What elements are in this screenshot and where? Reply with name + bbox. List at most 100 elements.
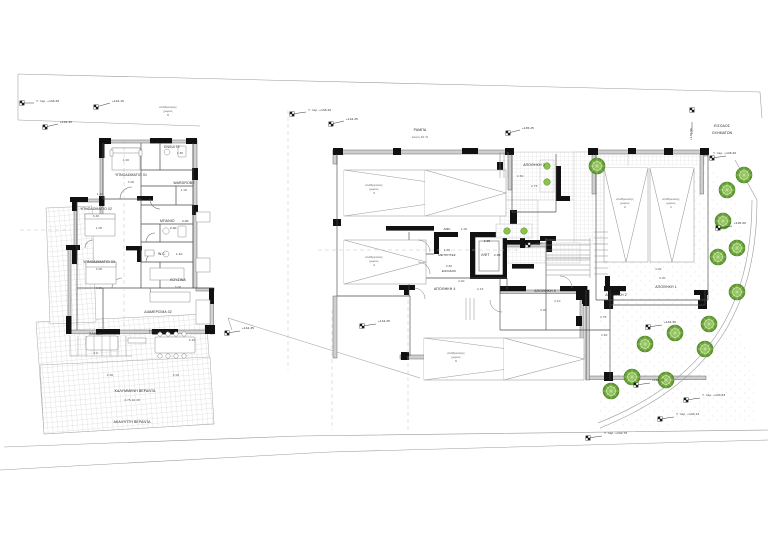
parking-label-3: σταθμευσης [365,183,383,187]
parking-label-8b: χωρος [163,109,173,113]
storage-label-5: ΑΠΟΘΗΚΗ 5 [534,289,556,293]
storage-dim-1b: 3.00 [659,276,666,280]
parking-number-6: 6 [455,359,457,363]
dim-left-4: 4.00 [106,373,114,377]
elevation-144-30-right: +144.30 [664,320,676,324]
ramp-label: ΡΑΜΠΑ [413,128,427,132]
room-dim-wardrobe: 1.00 [180,188,188,192]
room-dim-dining: 3.40 [188,338,196,342]
room-label-tv: T.V. [93,351,99,355]
room-dim-bedroom-01: 3.00 [127,180,135,184]
parking-bays [343,167,695,381]
elevation-144-25-top: +144.25 [346,117,358,121]
elevation-142-76: Υ. περ. +142.76 [604,431,628,435]
entrance-label: ΕΙΣΟΔΟΣ [441,269,457,273]
room-label-wc: W.C. [158,252,166,256]
room-dim-bathroom: 2.00 [182,219,189,223]
room-label-bathroom: ΜΠΑΝΙΟ [160,219,175,223]
parking-number-4: 4 [373,263,375,267]
elevation-144-35: +144.35 [242,326,254,330]
parking-label-1: σταθμευσης [662,197,680,201]
ramp-slope: κλιση 10 % [411,135,429,139]
parking-label-2b: χωρος [620,201,630,205]
elevation-146-20-right: Υ. περ. +146.20 [713,151,737,155]
dim-left-1: 4.00 [122,158,130,162]
small-trees [503,162,551,235]
lift-top-dim: 2.95 [483,239,491,243]
veranda-label-covered: ΚΑΛΥΜΜΕΝΗ ΒΕΡΑΝΤΑ [114,389,156,393]
elevation-144-15: +144.15 [112,99,124,103]
elevation-146-50: +146.50 [689,128,693,140]
amk-label: AMK [443,227,451,231]
room-dim-bedroom-03: 3.00 [95,267,103,271]
elevation-144-25-mid: +144.25 [378,319,390,323]
parking-number-8: 8 [167,113,169,117]
storage-dim-3b: 2.75 [531,184,538,188]
storage-label-3: ΑΠΟΘΗΚΗ 3 [523,163,545,167]
planters [495,159,555,239]
elevation-145-00: +145.00 [734,221,746,225]
dim-left-2: 1.40 [96,192,104,196]
room-label-bedroom-02: ΥΠΝΟΔΩΜΑΤΙΟ 02 [79,207,113,211]
site-boundary [0,73,768,471]
room-dim-bedroom-02: 3.40 [92,214,100,218]
room-label-apartment-02: ΔΙΑΜΕΡΙΣΜΑ 02 [144,310,172,314]
grid-lines [20,110,520,430]
parking-label-6: σταθμευσης [447,351,465,355]
dim-left-3: 1.05 [95,226,103,230]
elevation-145-25: +145.25 [522,126,534,130]
storage-dim-4a: 2.15 [477,287,484,291]
room-label-ensuite: ENSUITE [164,145,180,149]
elevation-143-14: Υ. περ. +143.14 [676,412,700,416]
room-dim-kitchen: 3.00 [174,285,182,289]
storage-dim-3a: 2.60 [517,174,524,178]
room-label-wardrobe: WARDROBE [173,181,195,185]
parking-label-2: σταθμευσης [616,197,634,201]
parking-label-4b: χωρος [369,259,379,263]
parking-label-3b: χωρος [369,187,379,191]
room-dim-ensuite: 1.80 [176,151,184,155]
elevation-146-20-left: Υ. περ. +146.20 [36,99,60,103]
amk-dim: 1.00 [460,227,468,231]
parking-number-2: 2 [624,205,626,209]
veranda-label-uncovered: ΑΚΑΛΥΠΤΗ ΒΕΡΑΝΤΑ [113,420,151,424]
parking-label-1b: χωρος [666,201,676,205]
storage-dim-1a: 4.00 [655,267,662,271]
parking-label-6b: χωρος [451,355,461,359]
room-dim-bathroom-2: 2.00 [170,226,177,230]
room-label-dining: ΤΡΑΠΕΖΑΡΙΑ [148,330,172,334]
garage-partitions [336,154,709,380]
garage-plan [332,148,758,430]
dim-left-6: 3.00 [95,286,103,290]
room-label-kitchen: ΚΟΥΖΙΝΑ [170,278,186,282]
elevation-145-30: +145.30 [544,238,556,242]
lift-cab [472,234,506,278]
entrance-dim: 0.80 [445,264,453,268]
storage-dim-5a: 3.10 [554,299,561,303]
storage-label-2: ΑΠΟΘΗΚΗ 2 [605,293,627,297]
vehicle-entrance-label: ΕΙΣΟΔΟΣ [714,124,730,128]
meters-label: ΜΕΤΡΗΤΕΣ [438,253,456,257]
vehicle-entrance-label-2: ΟΧΗΜΑΤΩΝ [711,131,733,135]
room-label-living: ΣΑΛΟΝΙ [89,332,103,336]
room-label-bedroom-03: ΥΠΝΟΔΩΜΑΤΙΟ 03 [82,260,116,264]
veranda-dims-covered: 3.75 10.48 [124,398,140,402]
storage-dim-2a: 3.75 [600,315,607,319]
left-apartment-walls [66,138,215,359]
room-label-bedroom-01: ΥΠΝΟΔΩΜΑΤΙΟ 01 [114,173,148,177]
dim-left-5: 4.00 [172,373,180,377]
lift-dim: 2.95 [494,253,501,257]
parking-label-8: σταθμευσης [159,105,177,109]
storage-dim-2b: 2.90 [601,333,608,337]
storage-label-4: ΑΠΟΘΗΚΗ 4 [434,287,456,291]
stairs [465,152,608,320]
elevation-144-30: +144.30 [60,120,72,124]
elevation-145-20-top: Υ. περ. +145.20 [308,108,332,112]
parking-number-1: 1 [670,205,672,209]
elevation-143-63: Υ. περ. +143.63 [702,393,726,397]
parking-label-4: σταθμευσης [365,255,383,259]
parking-number-3: 3 [373,191,375,195]
storage-label-1: ΑΠΟΘΗΚΗ 1 [655,285,677,289]
